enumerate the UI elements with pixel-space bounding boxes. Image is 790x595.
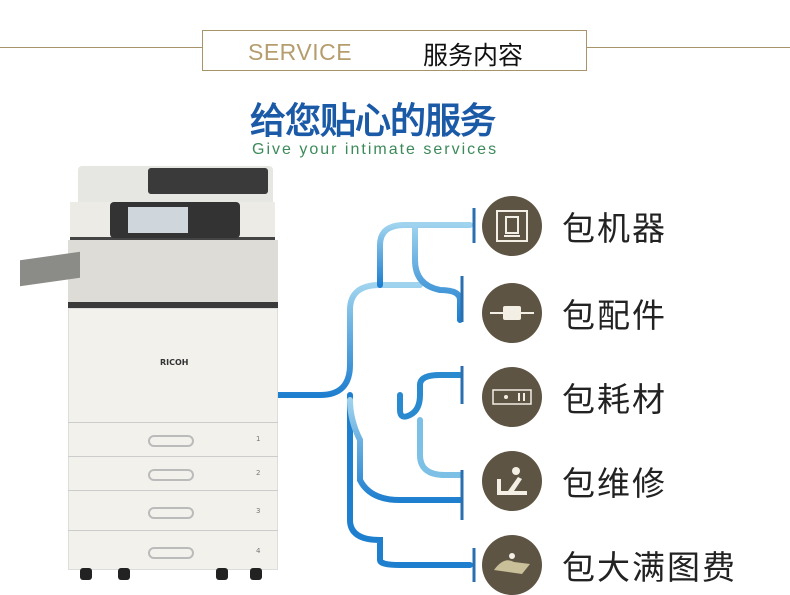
header-en: SERVICE: [248, 39, 353, 65]
printer-icon: [482, 196, 542, 256]
service-item-consumables: 包耗材: [482, 367, 667, 427]
page-subtitle: Give your intimate services: [252, 141, 499, 158]
brand-label: RICOH: [160, 358, 189, 367]
service-item-delivery: 包大满图费: [482, 535, 737, 595]
paper-tray-1: 1: [68, 422, 278, 456]
paper-tray-2: 2: [68, 456, 278, 490]
service-label: 包耗材: [562, 380, 667, 419]
paper-tray-3: 3: [68, 490, 278, 530]
service-item-parts: 包配件: [482, 283, 667, 343]
header-rule-right: [587, 47, 790, 48]
service-label: 包维修: [562, 464, 667, 503]
technician-icon: [482, 451, 542, 511]
service-label: 包配件: [562, 296, 667, 335]
service-item-machine: 包机器: [482, 196, 667, 256]
section-header: SERVICE 服务内容: [202, 30, 587, 71]
service-label: 包机器: [562, 209, 667, 248]
cable-icon: [482, 283, 542, 343]
cartridge-icon: [482, 367, 542, 427]
header-cn: 服务内容: [423, 41, 524, 70]
service-label: 包大满图费: [562, 548, 737, 587]
header-rule-left: [0, 47, 202, 48]
page-title: 给您贴心的服务: [250, 101, 496, 142]
delivery-icon: [482, 535, 542, 595]
paper-tray-4: 4: [68, 530, 278, 570]
copier-image: RICOH 1 2 3 4: [20, 160, 280, 590]
service-item-repair: 包维修: [482, 451, 667, 511]
